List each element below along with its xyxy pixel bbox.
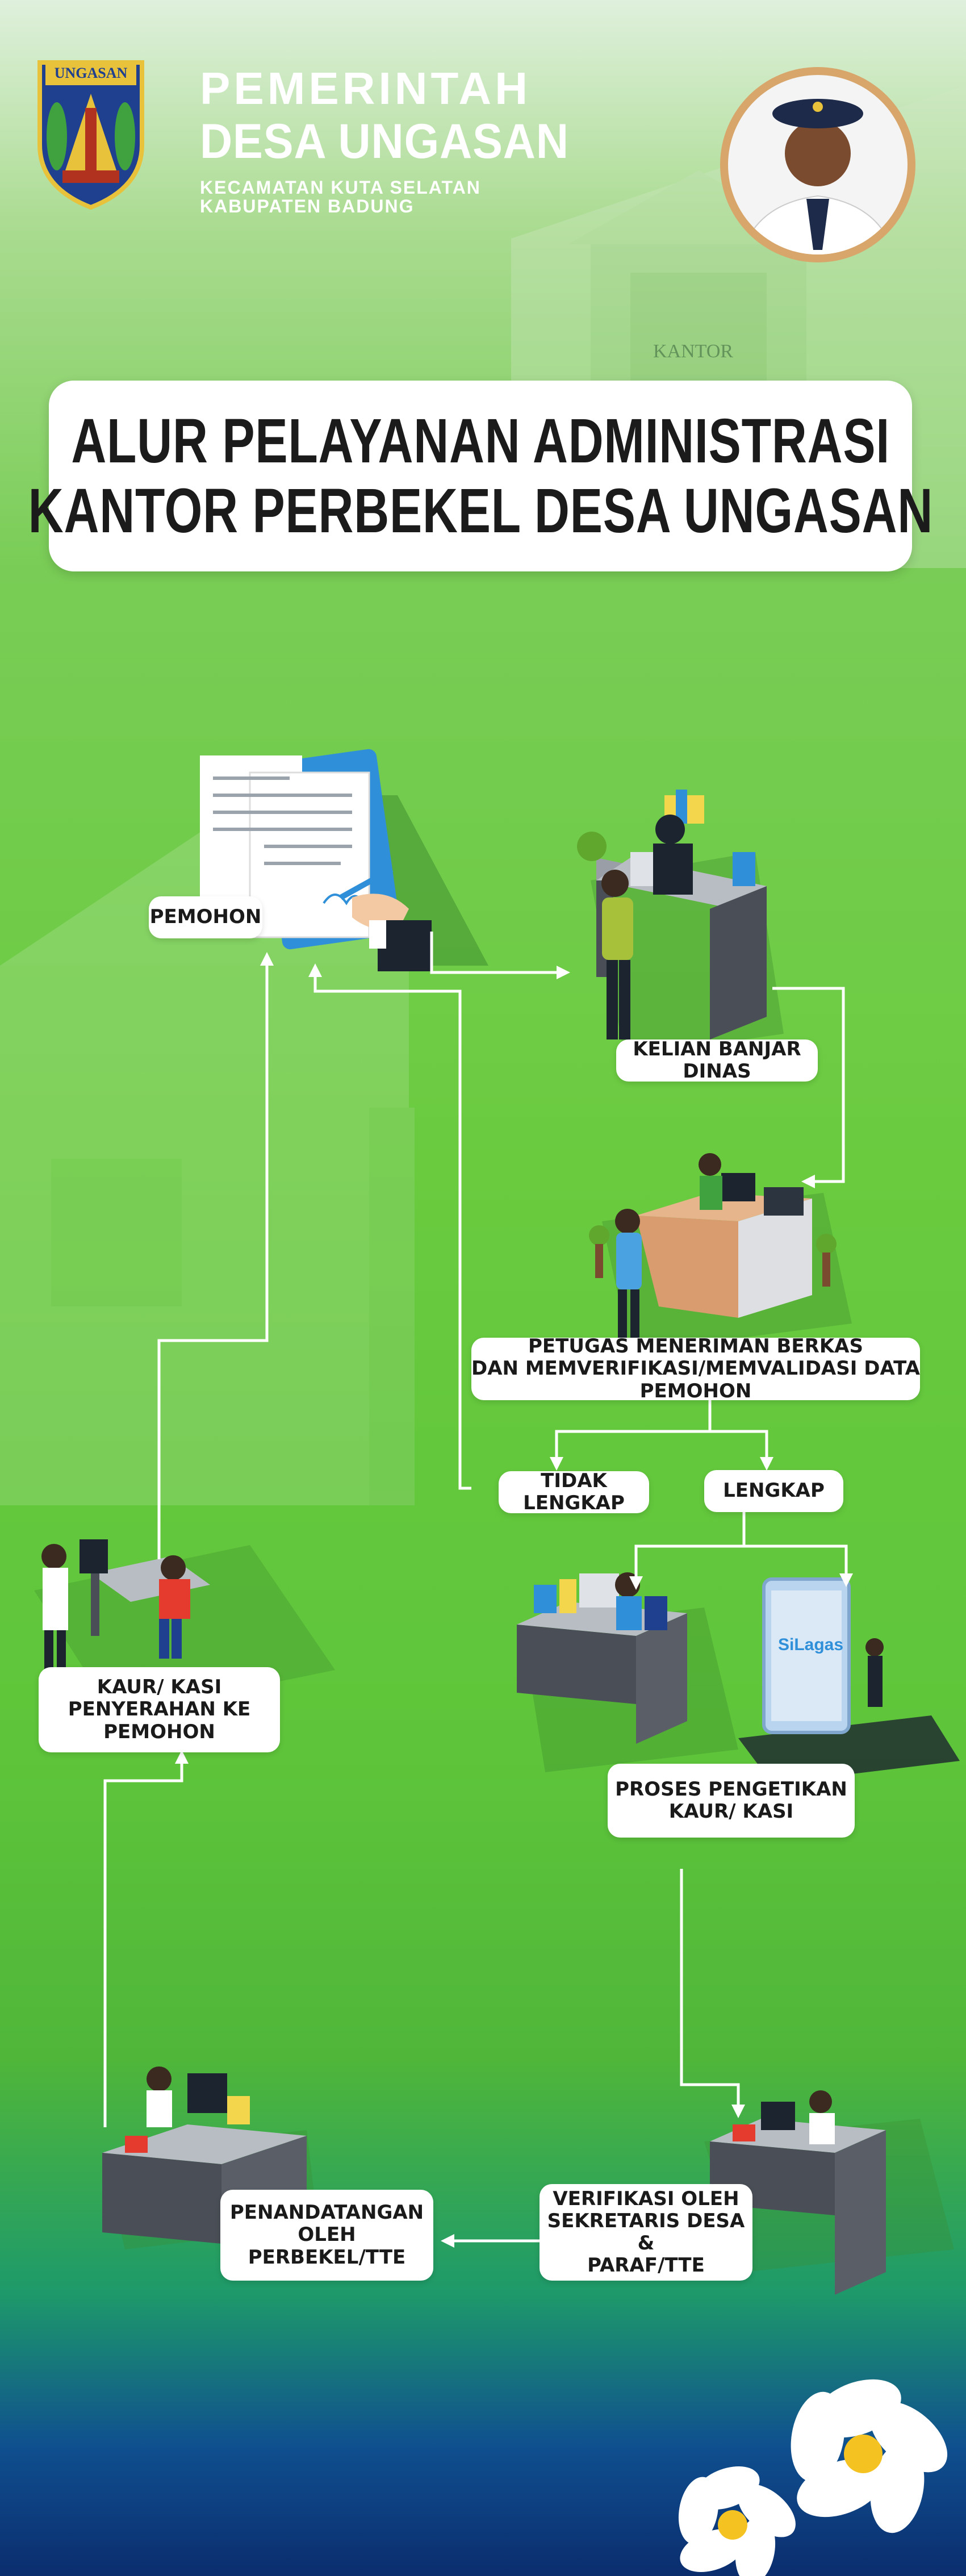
label-petugas-verifikasi: PETUGAS MENERIMAN BERKAS DAN MEMVERIFIKA… (471, 1335, 920, 1402)
frangipani-flowers (678, 2379, 948, 2576)
label-pemohon: PEMOHON (149, 896, 262, 938)
title-line-2: KANTOR PERBEKEL DESA UNGASAN (28, 476, 933, 546)
label-kelian-banjar-dinas: KELIAN BANJAR DINAS (616, 1038, 818, 1083)
label-lengkap: LENGKAP (704, 1470, 843, 1512)
document-signing-icon (200, 749, 488, 971)
label-proses-pengetikan: PROSES PENGETIKAN KAUR/ KASI (608, 1764, 855, 1838)
official-portrait (720, 67, 915, 262)
title-card: ALUR PELAYANAN ADMINISTRASI KANTOR PERBE… (28, 381, 932, 571)
title-line-1: ALUR PELAYANAN ADMINISTRASI (71, 406, 890, 476)
org-name-line1: PEMERINTAH (200, 63, 531, 114)
silagas-tablet-illustration (738, 1577, 960, 1784)
label-tidak-lengkap: TIDAK LENGKAP (499, 1469, 649, 1514)
label-verifikasi-sekretaris: VERIFIKASI OLEH SEKRETARIS DESA & PARAF/… (540, 2184, 752, 2281)
building-sign: KANTOR (653, 341, 734, 362)
village-emblem (37, 60, 144, 210)
emblem-text: UNGASAN (54, 65, 128, 81)
org-sub-line2: KABUPATEN BADUNG (200, 196, 415, 216)
label-penandatangan-perbekel: PENANDATANGAN OLEH PERBEKEL/TTE (220, 2190, 433, 2281)
tablet-text: SiLagas (778, 1635, 843, 1654)
flow-connectors (103, 932, 848, 2243)
org-sub-line1: KECAMATAN KUTA SELATAN (200, 177, 481, 198)
flow-arrowheads (175, 952, 853, 2248)
label-penyerahan-pemohon: KAUR/ KASI PENYERAHAN KE PEMOHON (39, 1667, 280, 1752)
kelian-desk-illustration (577, 790, 784, 1057)
reception-counter-illustration (589, 1153, 852, 1352)
typing-desk-illustration (517, 1572, 738, 1772)
org-name-line2: DESA UNGASAN (200, 114, 569, 169)
